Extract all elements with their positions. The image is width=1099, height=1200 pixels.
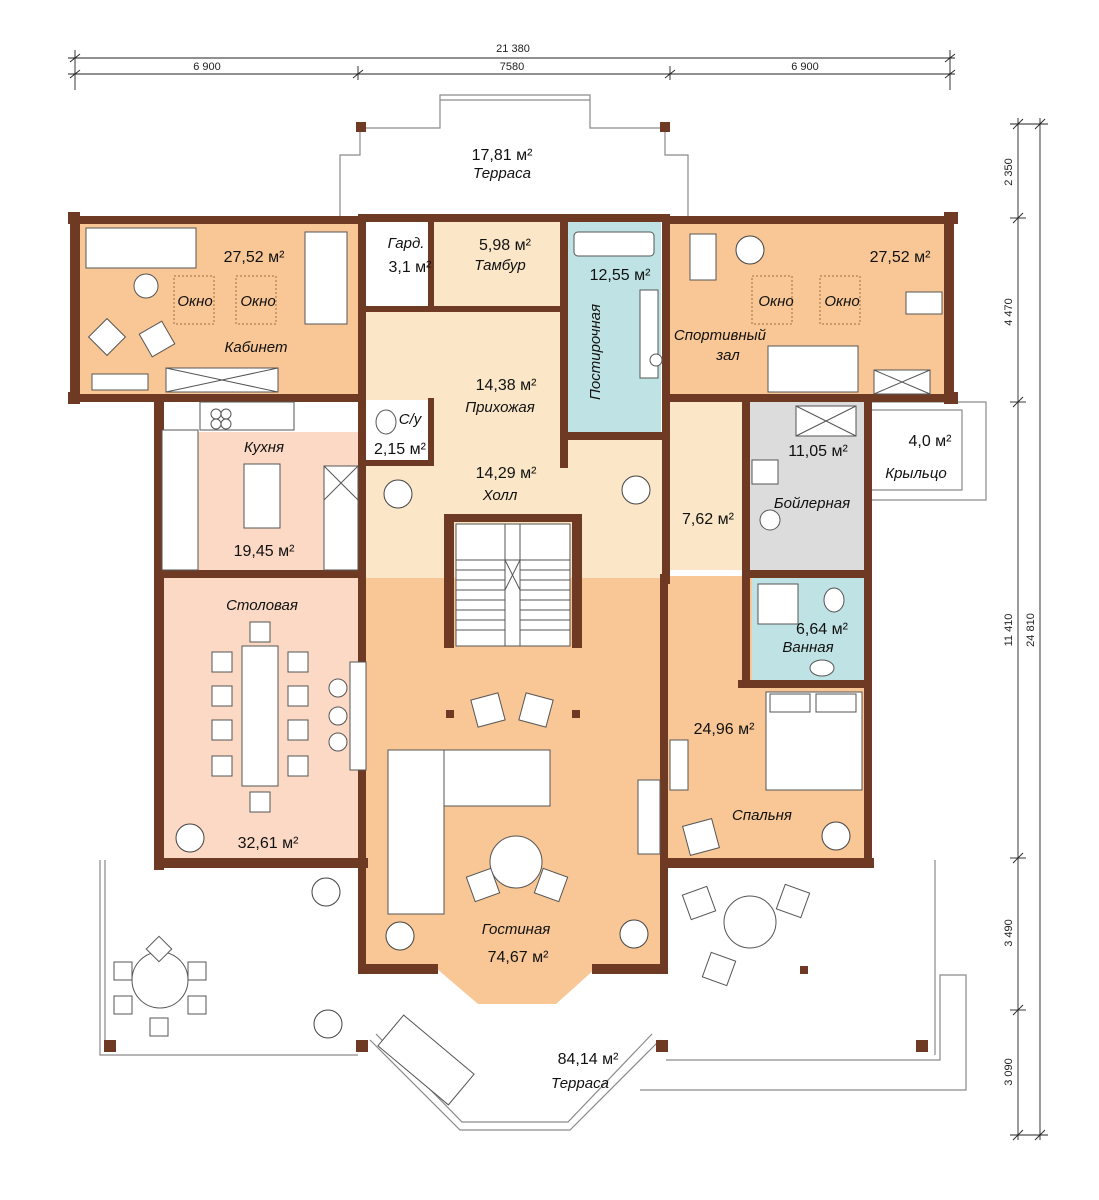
label-su-name: С/у — [399, 411, 423, 428]
label-kryltso-area: 4,0 м² — [908, 433, 952, 450]
label-holl-name: Холл — [482, 487, 518, 504]
label-terrace-bottom-name: Терраса — [551, 1075, 609, 1092]
dim-top-right: 6 900 — [791, 61, 819, 73]
dim-right-seg2: 4 470 — [1003, 298, 1015, 326]
top-dimension-lines: 21 380 6 900 7580 6 900 — [68, 43, 956, 90]
label-su-area: 2,15 м² — [374, 441, 427, 458]
label-garderob-name: Гард. — [388, 235, 425, 252]
label-gostinaya-area: 74,67 м² — [488, 949, 549, 966]
room-su — [366, 400, 430, 462]
label-prihozhaya-area: 14,38 м² — [476, 377, 537, 394]
label-sportzal-window2: Окно — [824, 293, 859, 310]
label-garderob-area: 3,1 м² — [388, 259, 432, 276]
label-kuhnya-name: Кухня — [244, 439, 284, 456]
dim-top-total: 21 380 — [496, 43, 530, 55]
dim-top-left: 6 900 — [193, 61, 221, 73]
dim-right-seg4: 3 490 — [1003, 919, 1015, 947]
label-terrace-top-name: Терраса — [473, 165, 531, 182]
label-stolovaya-area: 32,61 м² — [238, 835, 299, 852]
label-postirochnaya-area: 12,55 м² — [590, 267, 651, 284]
label-vannaya-name: Ванная — [782, 639, 833, 656]
right-dimension-lines: 2 350 4 470 11 410 3 490 3 090 24 810 — [1003, 118, 1048, 1141]
label-kabinet-area: 27,52 м² — [224, 249, 285, 266]
label-spalnya-area: 24,96 м² — [694, 721, 755, 738]
label-kryltso-name: Крыльцо — [885, 465, 947, 482]
label-stolovaya-name: Столовая — [226, 597, 298, 614]
label-tambur-name: Тамбур — [474, 257, 525, 274]
label-postirochnaya-name: Постирочная — [587, 304, 604, 400]
label-terrace-top-area: 17,81 м² — [472, 147, 533, 164]
label-boiler-area: 11,05 м² — [788, 443, 848, 460]
label-sportzal-area: 27,52 м² — [870, 249, 931, 266]
label-vannaya-area: 6,64 м² — [796, 621, 849, 638]
label-holl-area: 14,29 м² — [476, 465, 537, 482]
room-garderob — [366, 222, 428, 306]
staircase — [455, 523, 571, 647]
dim-top-mid: 7580 — [500, 61, 524, 73]
label-kabinet-window2: Окно — [240, 293, 275, 310]
label-prihozhaya-name: Прихожая — [465, 399, 535, 416]
label-corridor-area: 7,62 м² — [682, 511, 735, 528]
furniture — [85, 227, 943, 1106]
label-gostinaya-name: Гостиная — [482, 921, 551, 938]
room-labels: 17,81 м² Терраса Гард. 3,1 м² 5,98 м² Та… — [177, 147, 952, 1092]
dim-right-seg5: 3 090 — [1003, 1058, 1015, 1086]
label-kuhnya-area: 19,45 м² — [234, 543, 295, 560]
label-terrace-bottom-area: 84,14 м² — [558, 1051, 619, 1068]
dim-right-total: 24 810 — [1025, 613, 1037, 647]
label-sportzal-name: Спортивный зал — [674, 327, 770, 364]
label-sportzal-window1: Окно — [758, 293, 793, 310]
label-kabinet-name: Кабинет — [225, 339, 288, 356]
label-tambur-area: 5,98 м² — [479, 237, 532, 254]
room-corridor — [666, 400, 746, 570]
walls — [68, 122, 958, 1052]
room-tambur — [432, 222, 562, 308]
label-kabinet-window1: Окно — [177, 293, 212, 310]
dim-right-seg3: 11 410 — [1003, 614, 1015, 647]
dim-right-seg1: 2 350 — [1003, 158, 1015, 186]
label-boiler-name: Бойлерная — [774, 495, 850, 512]
label-spalnya-name: Спальня — [732, 807, 792, 824]
